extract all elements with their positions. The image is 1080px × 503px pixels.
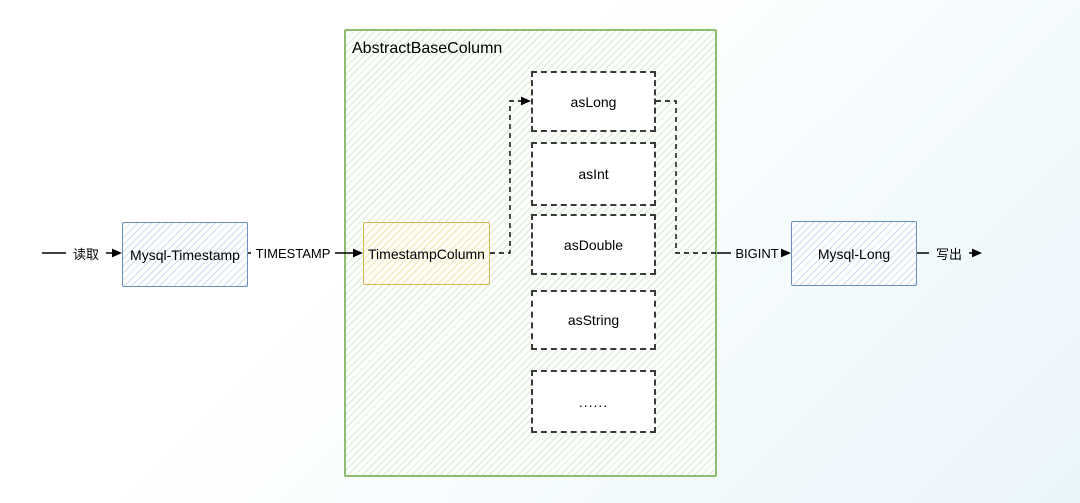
node-timestamp-column[interactable]: TimestampColumn — [363, 222, 490, 285]
node-mysql-timestamp-label: Mysql-Timestamp — [130, 246, 240, 263]
node-asdouble[interactable]: asDouble — [531, 214, 656, 275]
edge-label-timestamp: TIMESTAMP — [255, 245, 331, 261]
node-asdouble-label: asDouble — [563, 236, 624, 253]
node-asstring-label: asString — [567, 312, 620, 328]
node-aslong[interactable]: asLong — [531, 71, 656, 132]
node-timestamp-column-label: TimestampColumn — [368, 245, 485, 262]
container-title: AbstractBaseColumn — [352, 40, 503, 57]
edge-label-bigint: BIGINT — [735, 245, 779, 261]
node-asstring[interactable]: asString — [531, 290, 656, 350]
node-mysql-long[interactable]: Mysql-Long — [791, 221, 917, 286]
edge-label-read: 读取 — [72, 246, 99, 262]
node-asint[interactable]: asInt — [531, 142, 656, 206]
node-mysql-timestamp[interactable]: Mysql-Timestamp — [122, 222, 248, 287]
arrowhead-read — [112, 248, 122, 258]
node-asint-label: asInt — [578, 166, 609, 182]
node-aslong-label: asLong — [570, 93, 617, 110]
arrowhead-write — [972, 248, 982, 258]
node-mysql-long-label: Mysql-Long — [817, 245, 891, 262]
node-ellipsis-label: ...... — [578, 393, 609, 410]
node-ellipsis[interactable]: ...... — [531, 370, 656, 433]
edge-label-write: 写出 — [935, 246, 962, 262]
